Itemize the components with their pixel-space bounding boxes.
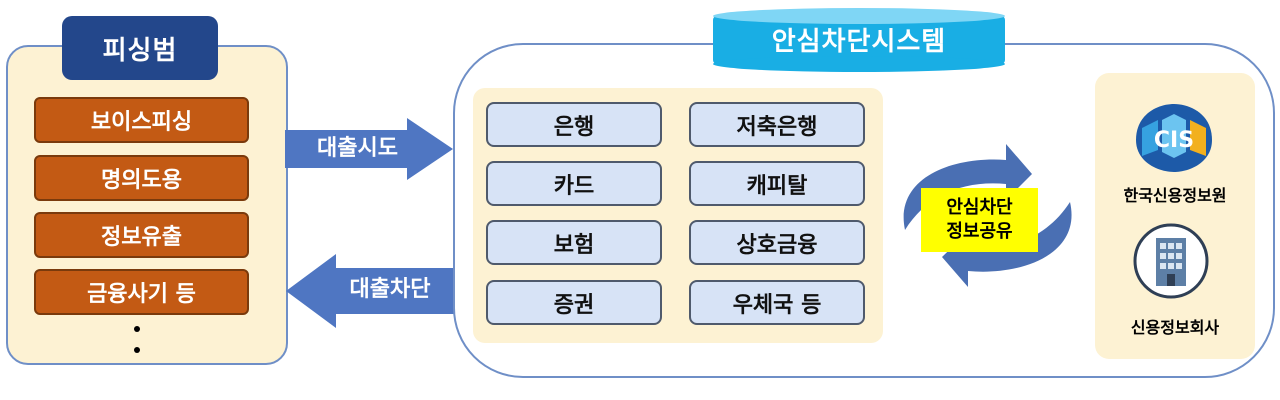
crime-item-financial-fraud: 금융사기 등 [34, 269, 249, 315]
ellipsis-dot [134, 347, 140, 353]
phishing-panel [6, 45, 288, 365]
ellipsis-dot [134, 326, 140, 332]
agency-kcis: 한국신용정보원 [1123, 186, 1227, 205]
info-sharing-label-line2: 정보공유 [946, 221, 1013, 242]
agency-credit-info-company: 신용정보회사 [1130, 318, 1220, 337]
phishing-title: 피싱범 [62, 16, 218, 80]
institution-securities: 증권 [486, 280, 662, 325]
institution-mutual-finance: 상호금융 [689, 220, 865, 265]
system-title: 안심차단시스템 [771, 26, 947, 57]
loan-attempt-arrow [285, 118, 453, 180]
institution-insurance: 보험 [486, 220, 662, 265]
loan-block-arrow [286, 254, 454, 328]
kcis-logo-icon: CIS [1136, 104, 1212, 172]
system-title-banner [713, 8, 1005, 72]
institution-card: 카드 [486, 161, 662, 206]
loan-attempt-label: 대출시도 [317, 136, 398, 161]
loan-block-label: 대출차단 [349, 277, 431, 302]
info-sharing-label: 안심차단 정보공유 [921, 188, 1038, 252]
info-sharing-label-line1: 안심차단 [946, 197, 1013, 218]
crime-item-voice-phishing: 보이스피싱 [34, 97, 249, 143]
crime-item-identity-theft: 명의도용 [34, 155, 249, 201]
building-icon [1133, 223, 1209, 299]
crime-item-data-leak: 정보유출 [34, 212, 249, 258]
kcis-logo-text: CIS [1154, 128, 1194, 153]
institution-capital: 캐피탈 [689, 161, 865, 206]
institution-bank: 은행 [486, 102, 662, 147]
institution-post-office: 우체국 등 [689, 280, 865, 325]
institution-savings-bank: 저축은행 [689, 102, 865, 147]
info-sharing-cycle-icon [903, 144, 1072, 287]
